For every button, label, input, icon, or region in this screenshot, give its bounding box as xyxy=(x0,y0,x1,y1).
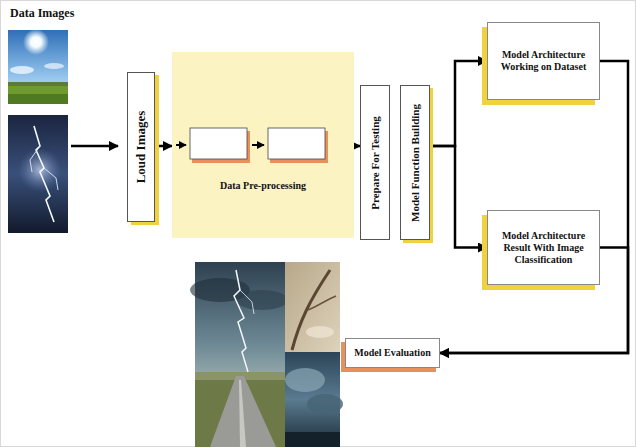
node-label: Prepare For Testing xyxy=(369,116,381,210)
flow-arrow xyxy=(155,145,172,148)
node-label: Model Evaluation xyxy=(354,347,430,359)
node-label: Data Pre-processing xyxy=(220,180,306,192)
load-step-box: Loud Images xyxy=(127,72,155,222)
figure-heading: Data Images xyxy=(10,6,74,21)
preprocessing-panel: Data Pre-processing xyxy=(172,52,354,238)
node-label: Model Architecture Result With Image Cla… xyxy=(494,230,593,266)
evaluation-box: Model Evaluation xyxy=(345,338,440,368)
flow-arrow xyxy=(430,61,487,146)
architecture-box: Model Architecture Working on Dataset xyxy=(487,22,600,100)
result-box: Model Architecture Result With Image Cla… xyxy=(487,210,600,285)
model-build-box: Model Function Building xyxy=(400,85,430,240)
node-label: Model Architecture Working on Dataset xyxy=(494,49,593,73)
flow-arrow xyxy=(430,146,487,248)
input-arrow xyxy=(71,145,118,148)
node-label: Loud Images xyxy=(133,111,149,184)
flow-arrow xyxy=(440,61,628,353)
node-label: Model Function Building xyxy=(409,104,421,222)
testing-step-box: Prepare For Testing xyxy=(360,85,390,240)
